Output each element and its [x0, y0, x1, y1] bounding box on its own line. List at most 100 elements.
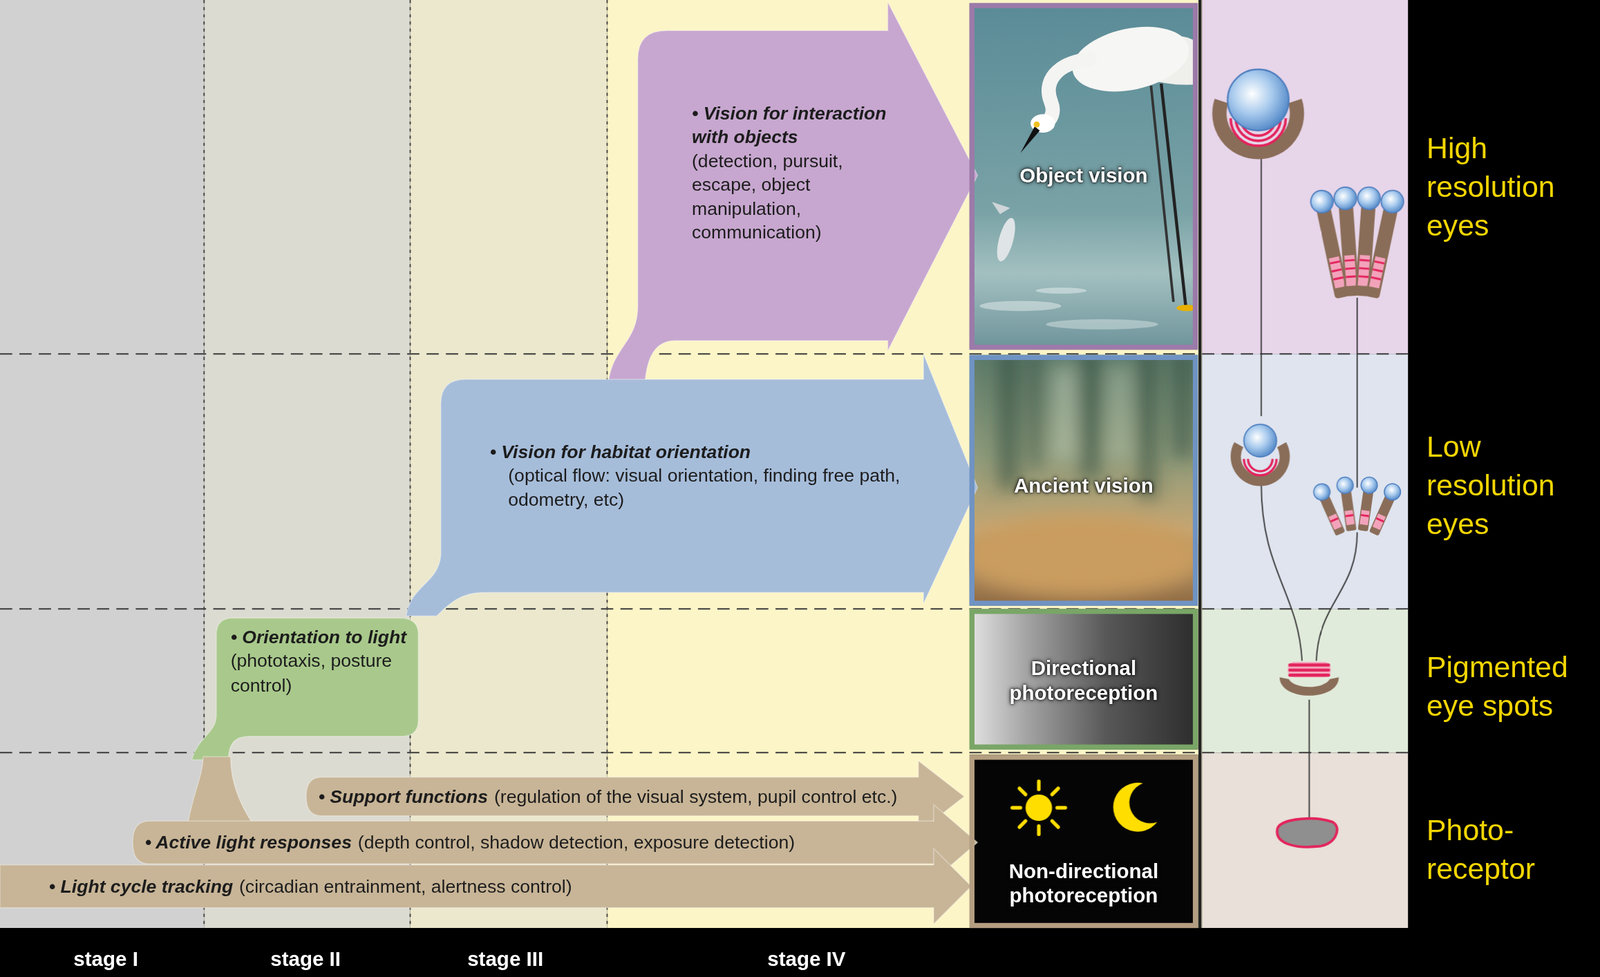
compound-eye-high	[1372, 269, 1383, 272]
arrow-shape	[0, 848, 972, 925]
camera-eye-low	[1244, 458, 1277, 476]
compound-eye-low	[1335, 476, 1360, 533]
compound-eye-low	[1344, 514, 1354, 517]
compound-eye-high	[1344, 268, 1356, 269]
blurred-habitat-photo	[969, 355, 1199, 607]
vision-panel: Ancient vision	[969, 355, 1199, 607]
stage-columns	[0, 0, 204, 929]
egret-photo	[1150, 85, 1173, 303]
day-night-icons	[1012, 805, 1021, 810]
day-night-icons	[1019, 821, 1026, 828]
compound-eye-high	[1331, 269, 1342, 272]
compound-eye-low	[1376, 518, 1384, 522]
compound-eye-low	[1311, 476, 1404, 538]
text-block: • Vision for interaction with objects(de…	[691, 102, 902, 246]
eye-type-bands	[1201, 608, 1408, 753]
blurred-habitat-photo	[1112, 366, 1127, 459]
camera-eye-high	[1219, 69, 1297, 153]
compound-eye-low	[1381, 481, 1404, 503]
day-night-icons	[969, 754, 1199, 929]
compound-eye-high	[1308, 186, 1406, 300]
bullet-heading: • Orientation to light	[230, 626, 415, 651]
branch-arrow: • Orientation to light(phototaxis, postu…	[187, 614, 423, 764]
arrow-shape	[192, 617, 419, 760]
description-text: (depth control, shadow detection, exposu…	[358, 832, 795, 853]
branch-arrow: • Support functions(regulation of the vi…	[0, 754, 982, 929]
pigmented-eye-spot	[1279, 677, 1339, 696]
pigmented-eye-spot	[1287, 662, 1331, 678]
compound-eye-low	[1358, 490, 1374, 533]
eye-type-label: Photo- receptor	[1426, 810, 1596, 889]
description-text: (detection, pursuit, escape, object mani…	[691, 149, 902, 246]
day-night-icons	[969, 754, 1199, 929]
eye-type-bands	[1201, 353, 1408, 609]
compound-eye-low	[1359, 510, 1370, 526]
panel-title: Ancient vision	[1013, 473, 1154, 498]
title-block: Ancient vision	[974, 434, 1193, 538]
compound-eye-high	[1344, 259, 1356, 278]
compound-eye-high	[1344, 255, 1357, 287]
bullet-heading: • Vision for habitat orientation	[490, 440, 919, 466]
compound-eye-low	[1372, 513, 1386, 531]
arrow-shape	[608, 2, 978, 384]
eye-type-label: Pigmented eye spots	[1426, 647, 1596, 726]
egret-photo	[1036, 287, 1088, 294]
title-block: Object vision	[974, 124, 1193, 227]
egret-photo	[1161, 83, 1186, 307]
compound-eye-high	[1345, 276, 1357, 278]
compound-eye-low	[1311, 481, 1333, 503]
camera-eye-low	[1248, 458, 1273, 472]
eye-type-label: Low resolution eyes	[1426, 427, 1596, 544]
blurred-habitat-photo	[1030, 355, 1041, 470]
compound-eye-high	[1360, 187, 1406, 300]
blurred-habitat-photo	[969, 514, 1199, 597]
stage-label: stage II	[270, 946, 341, 972]
compound-eye-low	[1366, 481, 1404, 538]
photoreceptor-cell	[1277, 819, 1338, 848]
stage-label: stage III	[467, 946, 544, 972]
description-text: (circadian entrainment, alertness contro…	[239, 876, 573, 898]
black-frame	[1407, 0, 1600, 977]
compound-eye-high	[1378, 187, 1406, 215]
compound-eye-high	[1371, 277, 1381, 280]
title-block: Directional photoreception	[974, 629, 1193, 732]
camera-eye-low	[1235, 424, 1285, 482]
compound-eye-high	[1369, 256, 1386, 289]
compound-eye-high	[1365, 205, 1399, 299]
blurred-habitat-photo	[969, 355, 1199, 598]
compound-eye-low	[1319, 494, 1346, 537]
title-block: Non-directional photoreception	[974, 832, 1193, 935]
compound-eye-high	[1358, 268, 1370, 269]
light-gradient-swatch	[969, 608, 1199, 750]
eye-type-label: High resolution eyes	[1426, 128, 1596, 245]
pigmented-eye-spot	[1289, 669, 1329, 672]
eye-type-bands	[1201, 752, 1408, 929]
day-night-icons	[1051, 821, 1059, 828]
panel-title: Object vision	[1019, 163, 1148, 188]
light-gradient-swatch	[969, 608, 1199, 750]
compound-eye-high	[1374, 261, 1385, 264]
pigmented-eye-spot	[1279, 662, 1339, 696]
dashed-divider	[0, 353, 1408, 753]
compound-eye-high	[1329, 261, 1343, 280]
bullet-heading: • Support functions	[318, 786, 488, 808]
vision-panel: Object vision	[969, 2, 1199, 350]
day-night-icons	[1113, 783, 1158, 833]
blurred-habitat-photo	[1056, 366, 1073, 459]
branch-arrow: • Vision for interaction with objects(de…	[601, 0, 982, 388]
compound-eye-high	[1329, 261, 1340, 264]
egret-photo	[1045, 319, 1158, 330]
eye-evolution-lines	[1316, 532, 1358, 661]
egret-photo	[1045, 59, 1090, 124]
text-block: • Orientation to light(phototaxis, postu…	[230, 626, 415, 699]
text-row: • Support functions(regulation of the vi…	[318, 785, 898, 808]
compound-eye-low	[1344, 510, 1355, 526]
compound-eye-high	[1308, 187, 1336, 215]
egret-photo	[1020, 126, 1040, 153]
stage-label: stage I	[73, 946, 139, 972]
pigmented-eye-spot	[1289, 663, 1329, 667]
day-night-icons	[1036, 781, 1041, 790]
vision-panel: Directional photoreception	[969, 608, 1199, 750]
